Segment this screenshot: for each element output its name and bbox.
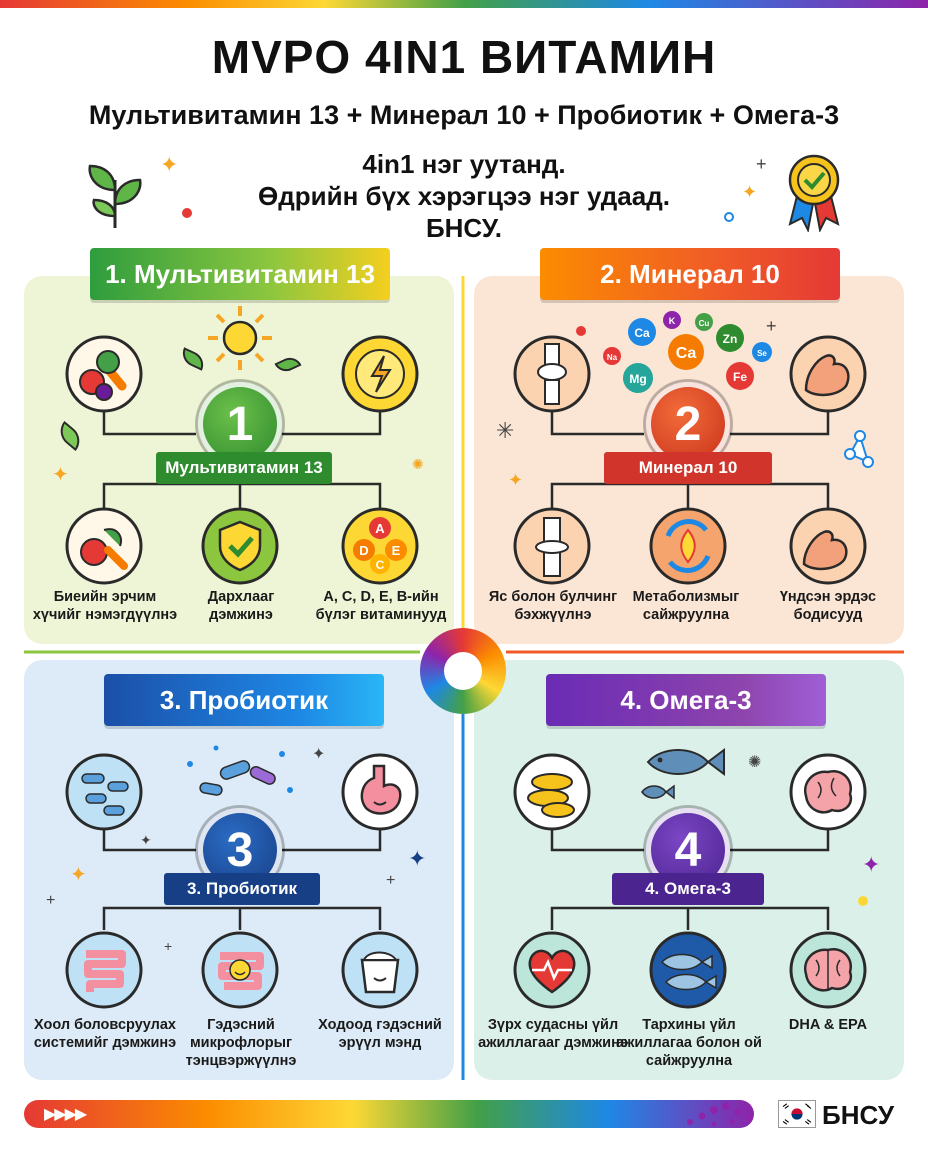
sparkle-icon: + <box>766 316 777 336</box>
section-3-ribbon: 3. Пробиотик <box>104 674 384 726</box>
bacteria-icon <box>65 753 143 831</box>
sparkle-icon: + <box>46 892 56 909</box>
section-2-caption-2: Метаболизмыг сайжруулна <box>632 589 740 623</box>
dots-pattern-icon <box>687 1102 753 1127</box>
metabolism-icon <box>649 507 727 585</box>
stomach-icon <box>341 753 419 831</box>
mineral-mg: Mg <box>629 372 646 386</box>
section-1-hub-label: Мультивитамин 13 <box>156 452 332 484</box>
dot-icon <box>724 212 734 222</box>
energy-icon <box>341 335 419 413</box>
shield-icon <box>201 507 279 585</box>
mineral-fe: Fe <box>733 370 747 384</box>
burst-icon: ✳ <box>496 418 515 443</box>
sparkle-icon: ✦ <box>70 864 87 886</box>
section-2-hub-label: Минерал 10 <box>604 452 772 484</box>
fish-plate-icon <box>649 931 727 1009</box>
sparkle-icon: ✦ <box>140 832 152 848</box>
page-title: MVPO 4IN1 ВИТАМИН <box>211 31 717 83</box>
plant-icon <box>88 164 142 228</box>
heart-icon <box>513 931 591 1009</box>
yogurt-icon <box>341 931 419 1009</box>
section-2-caption-1: Яс болон булчинг бэхжүүлнэ <box>488 589 618 623</box>
dot-icon <box>576 326 586 336</box>
molecule-icon <box>844 430 874 468</box>
tagline-line-2: Өдрийн бүх хэрэгцээ нэг удаад. <box>258 181 670 211</box>
capsules-icon <box>513 753 591 831</box>
center-rainbow-ring <box>420 628 506 714</box>
section-3-caption-2: Гэдэсний микрофлорыг тэнцвэржүүлнэ <box>185 1017 297 1069</box>
sparkle-icon: ✺ <box>748 754 762 771</box>
vegetables-icon <box>65 335 143 413</box>
brain-icon <box>789 931 867 1009</box>
sparkle-icon: ✦ <box>312 746 326 763</box>
sparkle-icon: ✦ <box>52 464 69 486</box>
mineral-se: Se <box>757 349 767 358</box>
section-2-caption-3: Үндсэн эрдэс бодисууд <box>779 589 877 623</box>
joint-icon <box>513 335 591 413</box>
vitamin-letter-e: E <box>392 543 401 558</box>
sparkle-icon: ✦ <box>160 152 179 177</box>
section-3-hub-label: 3. Пробиотик <box>164 873 320 905</box>
mineral-cu: Cu <box>699 319 710 328</box>
footer-rainbow-bar <box>24 1100 754 1128</box>
microbes-icon <box>187 745 293 796</box>
vitamin-letter-a: A <box>375 521 385 536</box>
bone-icon <box>513 507 591 585</box>
brain-icon <box>789 753 867 831</box>
sparkle-icon: + <box>386 872 396 889</box>
section-1-ribbon: 1. Мультивитамин 13 <box>90 248 390 300</box>
section-1-caption-3: A, C, D, E, B-ийн бүлэг витаминууд <box>315 589 447 623</box>
award-badge-icon <box>788 154 840 232</box>
produce-icon <box>65 507 143 585</box>
mineral-k: K <box>669 316 676 326</box>
section-3-caption-3: Ходоод гэдэсний эрүүл мэнд <box>318 1017 442 1051</box>
sparkle-icon: ✦ <box>862 852 881 877</box>
mineral-ca-large: Ca <box>676 345 697 362</box>
sun-icon <box>208 306 272 370</box>
mineral-zn: Zn <box>723 332 738 346</box>
footer-arrows: ▶▶▶▶ <box>44 1106 87 1123</box>
happy-gut-icon <box>201 931 279 1009</box>
tagline: 4in1 нэг уутанд. Өдрийн бүх хэрэгцээ нэг… <box>250 148 678 244</box>
vitamin-letter-d: D <box>359 543 368 558</box>
dot-icon <box>858 896 868 906</box>
tagline-line-1: 4in1 нэг уутанд. <box>362 149 566 179</box>
sparkle-icon: + <box>756 154 767 174</box>
section-4-caption-1: Зүрх судасны үйл ажиллагааг дэмжинэ <box>478 1017 628 1051</box>
section-4-hub-label: 4. Омега-3 <box>612 873 764 905</box>
section-4-caption-3: DHA & EPA <box>788 1017 868 1033</box>
section-3-caption-1: Хоол боловсруулах системийг дэмжинэ <box>33 1017 177 1051</box>
sparkle-icon: ✦ <box>408 846 427 871</box>
dot-icon <box>182 208 192 218</box>
mineral-ca-small: Ca <box>634 326 650 340</box>
vitamin-letter-c: C <box>376 558 385 572</box>
arm-icon <box>789 507 867 585</box>
mineral-na: Na <box>607 353 618 362</box>
section-1-caption-2: Дархлааг дэмжинэ <box>207 589 275 623</box>
fish-icon <box>641 748 725 800</box>
section-1-caption-1: Биеийн эрчим хүчийг нэмэгдүүлнэ <box>32 589 178 623</box>
sparkle-icon: ✦ <box>508 470 524 490</box>
muscle-icon <box>789 335 867 413</box>
footer-brand: БНСУ <box>822 1100 895 1130</box>
page-subtitle: Мультивитамин 13 + Минерал 10 + Пробиоти… <box>88 100 840 130</box>
top-rainbow-bar <box>0 0 928 8</box>
sparkle-icon: + <box>164 938 173 954</box>
vitamin-letters-icon: A D E C <box>341 507 419 585</box>
tagline-line-3: БНСУ. <box>425 213 503 243</box>
sparkle-icon: ✺ <box>412 456 424 472</box>
section-4-caption-2: Тархины үйл ажиллагаа болон ой сайжруулн… <box>616 1017 762 1069</box>
intestine-icon <box>65 931 143 1009</box>
korea-flag-icon <box>778 1100 816 1128</box>
minerals-icon: Ca K Cu Ca Zn Na Mg Fe Se <box>603 311 772 393</box>
section-2-ribbon: 2. Минерал 10 <box>540 248 840 300</box>
sparkle-icon: ✦ <box>742 182 758 202</box>
section-4-ribbon: 4. Омега-3 <box>546 674 826 726</box>
